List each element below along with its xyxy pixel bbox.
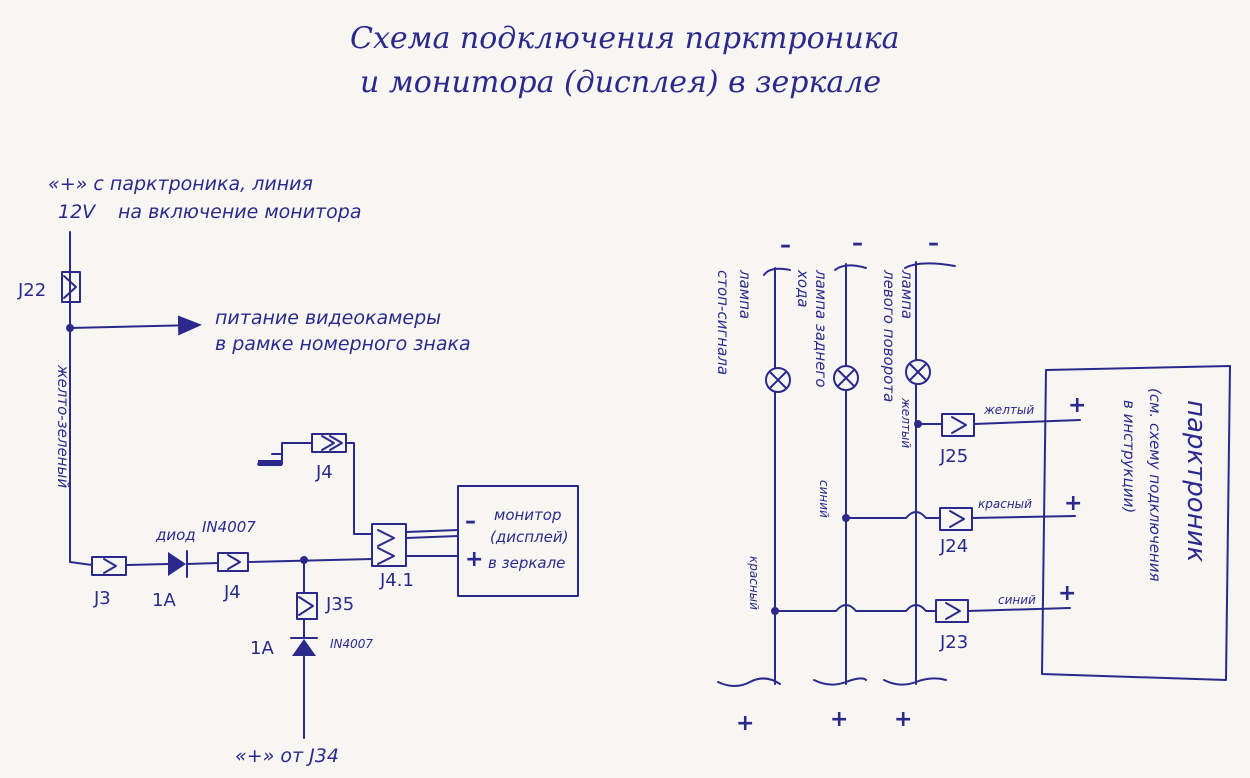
- wire-j25-out: [973, 419, 1081, 425]
- parktronic-plus-1: +: [1068, 393, 1086, 418]
- monitor-minus-label: –: [465, 509, 476, 534]
- cap-left: [904, 262, 956, 269]
- lamp-reverse-label-2: хода: [794, 269, 812, 308]
- wire-seg-2: [125, 563, 169, 566]
- wire-red-vertical-label: красный: [747, 556, 761, 610]
- wire-j24-in: [845, 511, 941, 519]
- wire-yellow-vertical-label: желтый: [899, 397, 913, 448]
- lamp-brake-label-2: стоп-сигнала: [714, 270, 732, 375]
- connector-j41-label: J4.1: [379, 570, 414, 591]
- lamp-reverse-label-1: лампа заднего: [812, 269, 830, 388]
- connector-j35-label: J35: [325, 594, 354, 615]
- connector-j4-top: [311, 433, 347, 453]
- wire-red-horizontal-label: красный: [978, 497, 1032, 511]
- minus-3: –: [928, 231, 939, 256]
- wire-monitor-minus-2: [405, 535, 459, 539]
- end-left: [883, 677, 947, 686]
- wire-j24-out: [971, 515, 1076, 519]
- lamp-brake-label-1: лампа: [736, 269, 754, 319]
- lamp-left: [905, 359, 931, 385]
- plus-reverse: +: [830, 707, 848, 732]
- lamp-left-label-2: левого поворота: [880, 269, 898, 402]
- wire-yellow-horizontal-label: желтый: [983, 403, 1034, 417]
- monitor-label-1: монитор: [494, 506, 562, 524]
- monitor-label-2: (дисплей): [490, 528, 568, 546]
- current-1-label: 1A: [152, 590, 176, 611]
- wire-seg-1: [69, 561, 93, 566]
- current-2-label: 1A: [250, 638, 274, 659]
- connector-j25: [941, 413, 975, 437]
- connector-j23-label: J23: [939, 632, 968, 653]
- connector-j41: [371, 523, 407, 567]
- end-reverse: [813, 677, 867, 686]
- parktronic-box: [1041, 365, 1231, 681]
- diode-part-1-label: IN4007: [202, 518, 256, 536]
- parktronic-plus-3: +: [1058, 581, 1076, 606]
- wire-yellow-green-label: желто-зеленый: [54, 364, 72, 488]
- wire-seg-4: [247, 558, 373, 563]
- connector-j23: [935, 599, 969, 623]
- connector-j35: [296, 592, 318, 620]
- connector-j4-top-label: J4: [315, 462, 333, 483]
- title-line-2: и монитора (дисплея) в зеркале: [360, 65, 881, 100]
- lamp-brake: [765, 367, 791, 393]
- plus-left: +: [894, 707, 912, 732]
- wire-blue-horizontal-label: синий: [998, 593, 1036, 607]
- connector-j4-mid: [217, 552, 249, 572]
- camera-power-label-2: в рамке номерного знака: [215, 333, 471, 355]
- camera-power-arrow: [69, 315, 202, 336]
- connector-j24: [939, 507, 973, 531]
- camera-power-label-1: питание видеокамеры: [215, 307, 441, 329]
- connector-j22: [61, 271, 81, 303]
- monitor-plus-label: +: [465, 547, 483, 572]
- connector-j25-label: J25: [939, 446, 968, 467]
- wire-j23-out: [967, 607, 1071, 612]
- parktronic-label-2: (см. схему подключения: [1146, 388, 1164, 582]
- wire-blue-vertical-label: синий: [817, 480, 831, 518]
- parktronic-label-3: в инструкции): [1120, 400, 1138, 513]
- diode-part-2-label: IN4007: [330, 637, 373, 651]
- parktronic-plus-2: +: [1064, 491, 1082, 516]
- cap-reverse: [834, 264, 867, 271]
- connector-j22-label: J22: [17, 280, 46, 301]
- voltage-label: 12V: [58, 201, 97, 223]
- parktronic-label-1: парктроник: [1181, 400, 1211, 563]
- lamp-reverse: [833, 365, 859, 391]
- cap-brake: [763, 267, 791, 276]
- wire-ground: [281, 442, 313, 455]
- plus-brake: +: [736, 711, 754, 736]
- end-brake: [717, 677, 781, 687]
- monitor-enable-line-label: на включение монитора: [118, 201, 361, 223]
- title-line-1: Схема подключения парктроника: [350, 21, 900, 56]
- connector-j24-label: J24: [939, 536, 968, 557]
- plus-from-parktronic-label: «+» с парктроника, линия: [48, 173, 313, 195]
- ground-terminal: [257, 453, 283, 466]
- plus-from-j34-label: «+» от J34: [235, 745, 339, 767]
- wire-j4-top-to-j41: [345, 442, 373, 535]
- connector-j3-label: J3: [93, 588, 111, 609]
- diode-label: диод: [155, 526, 196, 544]
- wire-seg-3: [186, 562, 219, 565]
- monitor-label-3: в зеркале: [488, 554, 565, 572]
- connector-j3: [91, 556, 127, 576]
- connector-j4-mid-label: J4: [223, 582, 241, 603]
- diode-1: [168, 550, 188, 578]
- wire-j23-in: [774, 604, 937, 612]
- lamp-left-label-1: лампа: [898, 269, 916, 319]
- wire-monitor-minus-1: [405, 529, 459, 533]
- diode-2: [290, 637, 318, 656]
- monitor-box: [457, 485, 579, 597]
- minus-2: –: [852, 231, 863, 256]
- minus-1: –: [780, 233, 791, 258]
